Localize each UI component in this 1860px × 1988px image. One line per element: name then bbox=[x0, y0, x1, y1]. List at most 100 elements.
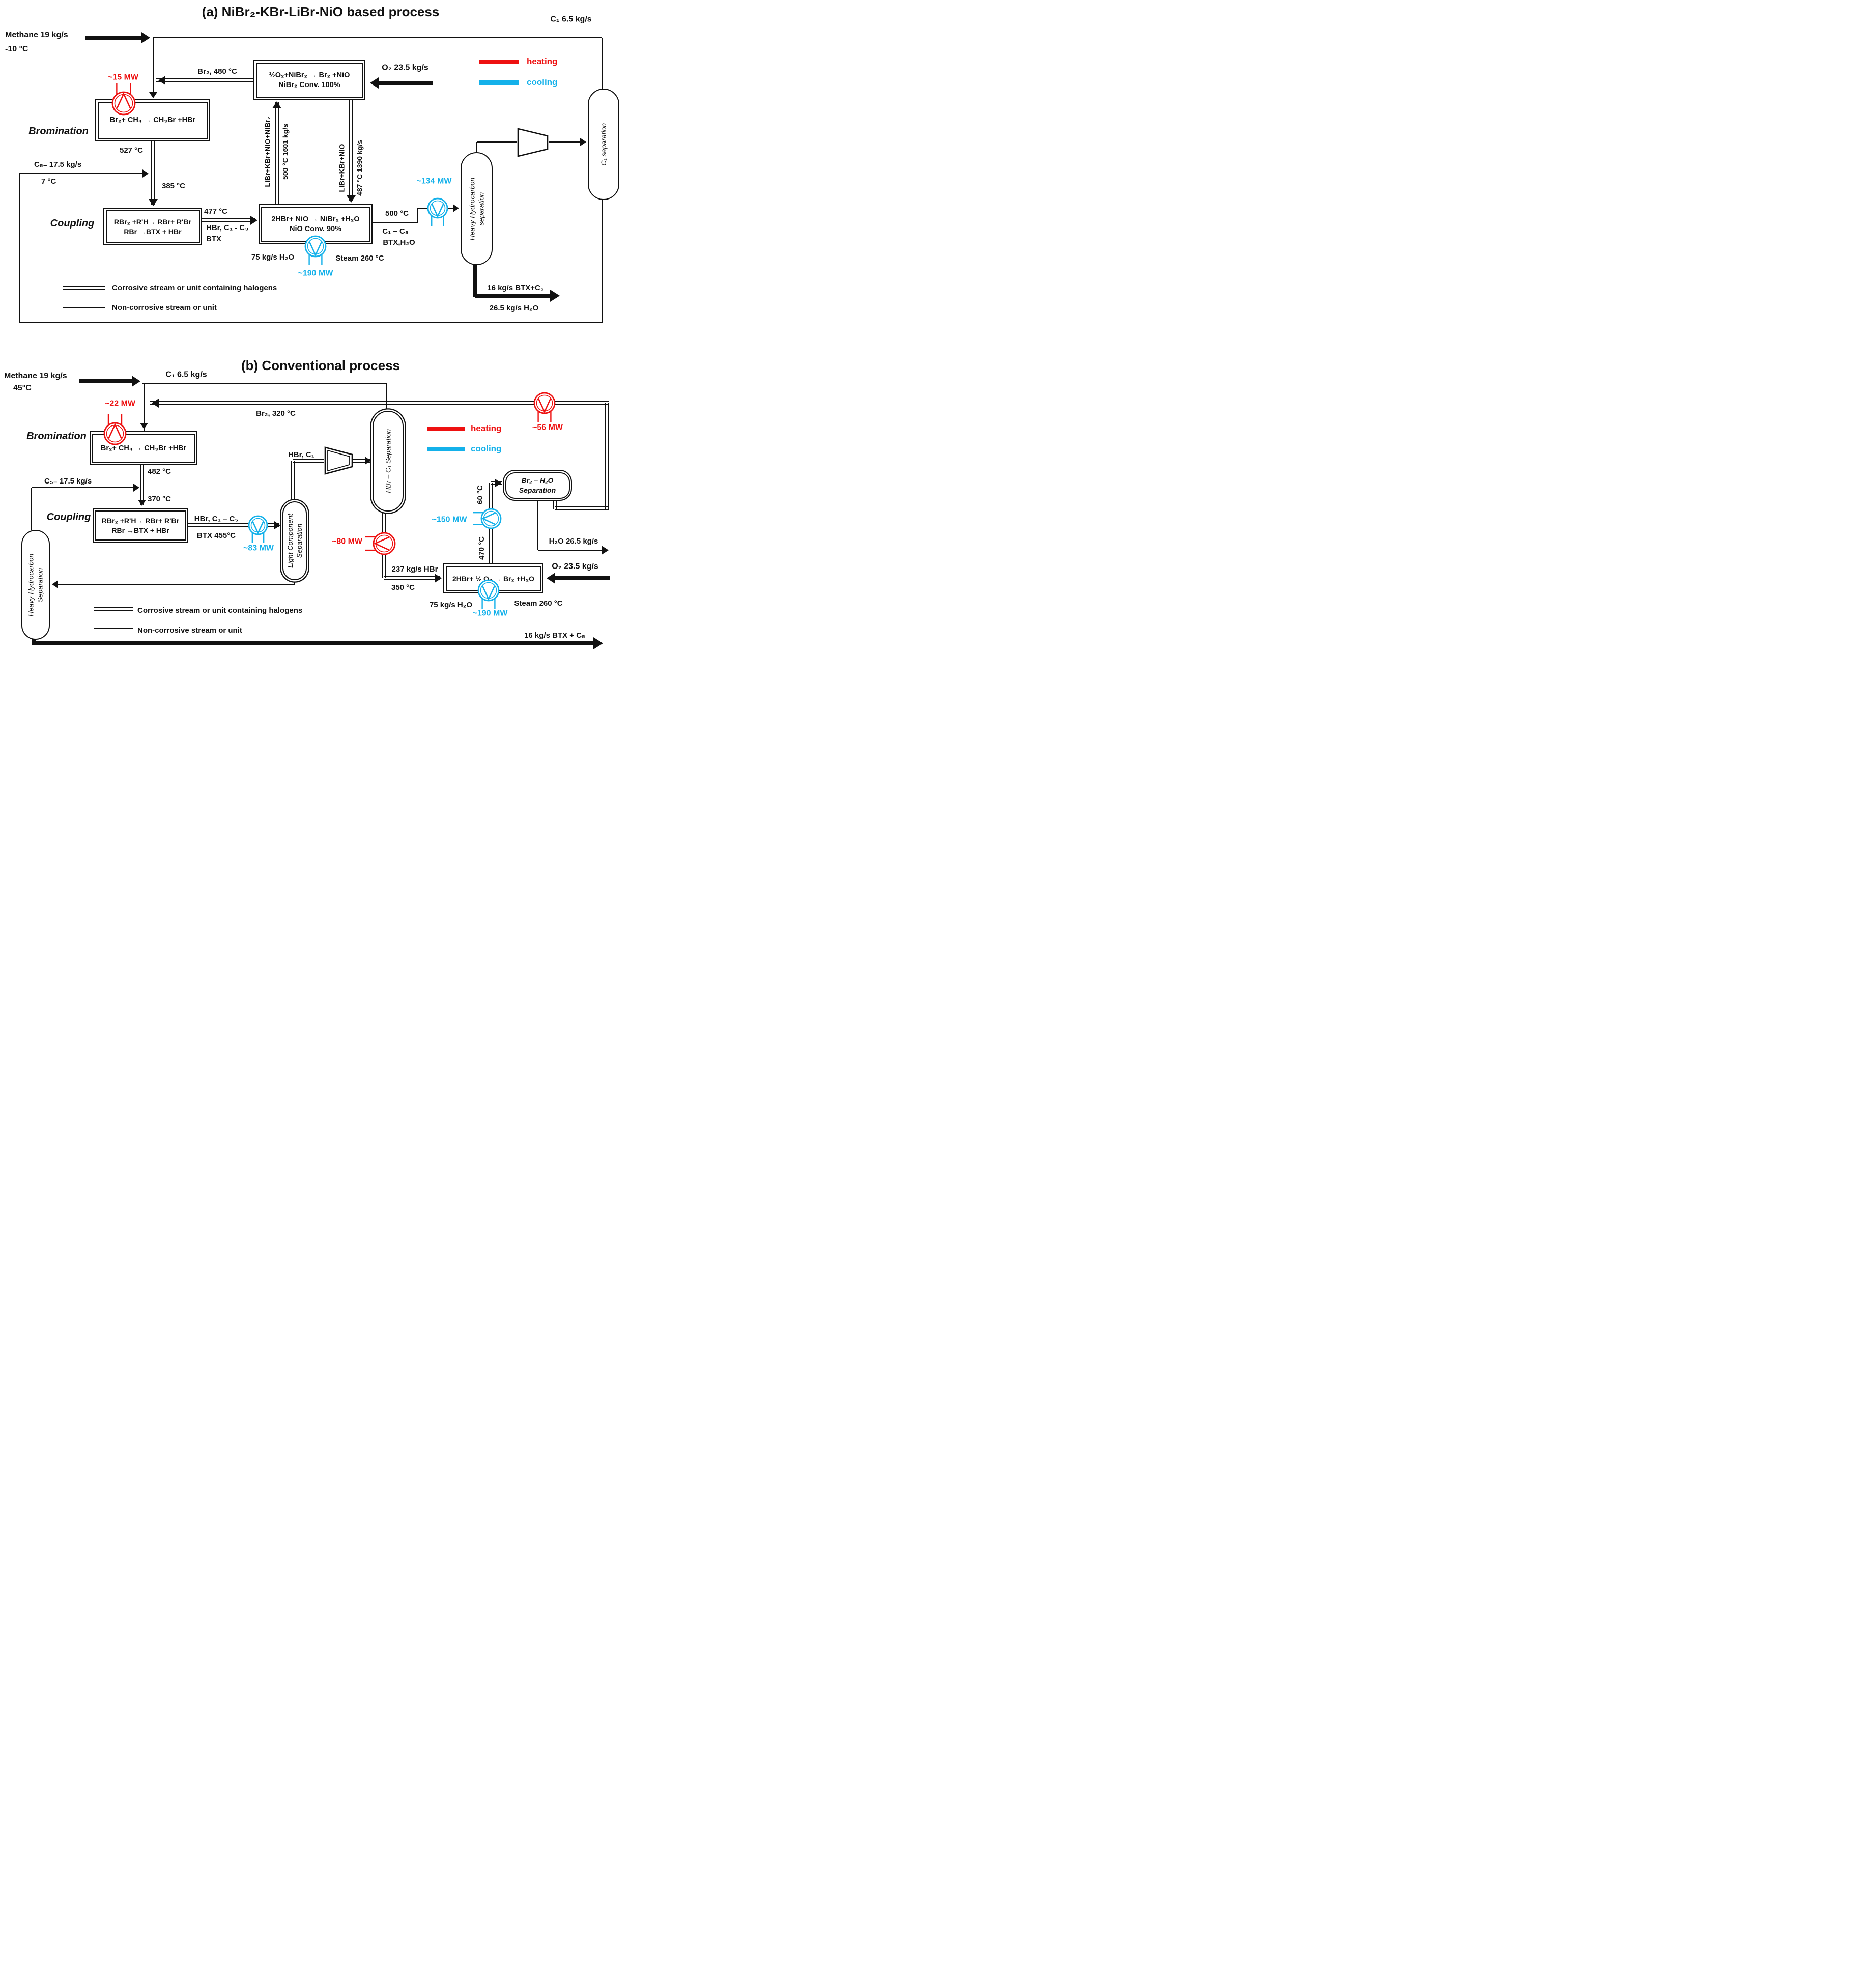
stream-label-btx-455-b: BTX 455°C bbox=[196, 531, 236, 540]
stream-label-carrier-up-conditions-a: 500 °C 1601 kg/s bbox=[281, 124, 290, 180]
arrowhead-19 bbox=[434, 574, 442, 583]
reactor-coupling-b-reaction-line: RBr →BTX + HBr bbox=[111, 526, 169, 534]
compressor-b bbox=[324, 446, 353, 475]
cooler-190mw-b bbox=[477, 579, 500, 609]
arrowhead-10 bbox=[580, 138, 587, 146]
stream-line-47 bbox=[294, 580, 296, 585]
stream-line-22 bbox=[63, 286, 105, 290]
column-heavy-hydrocarbon-separation-a-label: Heavy Hydrocarbon separation bbox=[468, 177, 485, 240]
duty-label-83mw-b: ~83 MW bbox=[243, 544, 274, 553]
separator-br2-h2o-b-reaction-line: Br₂ – H₂O bbox=[521, 476, 554, 485]
stream-line-52 bbox=[94, 628, 133, 630]
stream-label-carrier-down-composition-a: LiBr+KBr+NiO bbox=[337, 144, 346, 192]
stream-line-35 bbox=[293, 459, 324, 463]
arrowhead-3 bbox=[272, 101, 281, 108]
stream-line-7 bbox=[376, 81, 433, 85]
arrowhead-12 bbox=[132, 376, 141, 387]
legend-corrosive-label-b: Corrosive stream or unit containing halo… bbox=[137, 606, 303, 615]
legend-corrosive-label-a: Corrosive stream or unit containing halo… bbox=[112, 283, 277, 292]
stream-label-methane-b: Methane 19 kg/s bbox=[4, 372, 67, 380]
stream-label-c1-recycle-b: C₁ 6.5 kg/s bbox=[165, 370, 207, 379]
legend-cooling-bar-b bbox=[427, 447, 465, 451]
product-label-water-b: H₂O 26.5 kg/s bbox=[549, 536, 598, 546]
product-label-water-a: 26.5 kg/s H₂O bbox=[489, 303, 539, 313]
stream-line-1 bbox=[153, 37, 602, 39]
duty-label-134mw-a: ~134 MW bbox=[416, 177, 452, 186]
stream-label-methane-temp-a: -10 °C bbox=[5, 45, 28, 53]
stream-line-43 bbox=[538, 549, 607, 551]
cooler-150mw-b bbox=[473, 508, 502, 529]
temp-label-385c-a: 385 °C bbox=[161, 181, 186, 190]
separator-br2-h2o-b-reaction-line: Separation bbox=[519, 486, 556, 494]
stream-label-hbr-c1-b: HBr, C₁ bbox=[288, 450, 315, 459]
duty-label-190mw-b: ~190 MW bbox=[472, 609, 508, 618]
arrowhead-17 bbox=[274, 521, 281, 529]
legend-noncorrosive-label-b: Non-corrosive stream or unit bbox=[137, 626, 242, 635]
temp-label-477c-a: 477 °C bbox=[204, 207, 228, 216]
arrowhead-24 bbox=[593, 637, 603, 649]
column-light-component-separation-b: Light Component Separation bbox=[282, 501, 307, 580]
stream-line-45 bbox=[555, 506, 609, 510]
arrowhead-15 bbox=[138, 500, 146, 506]
stream-line-17 bbox=[476, 142, 478, 152]
heater-56mw-b bbox=[533, 392, 556, 422]
temp-label-370c-b: 370 °C bbox=[147, 494, 171, 503]
temp-label-527c-a: 527 °C bbox=[119, 146, 144, 155]
stream-line-30 bbox=[140, 465, 144, 505]
reactor-regeneration-a-reaction-line: 2HBr+ NiO → NiBr₂ +H₂O bbox=[271, 215, 360, 223]
cooler-83mw-b bbox=[248, 515, 268, 543]
stream-line-31 bbox=[32, 487, 138, 489]
stream-label-water-feed-a: 75 kg/s H₂O bbox=[251, 252, 295, 262]
stream-label-carrier-down-conditions-a: 487 °C 1390 kg/s bbox=[355, 140, 364, 196]
reactor-hbr-oxidation-b-reaction-line: 2HBr+ ½ O₂ → Br₂ +H₂O bbox=[452, 574, 535, 583]
column-heavy-hydrocarbon-separation-b-label: Heavy Hydrocarbon Separation bbox=[26, 553, 44, 616]
temp-label-500c-a: 500 °C bbox=[385, 209, 409, 218]
temp-label-7c-a: 7 °C bbox=[41, 177, 56, 186]
legend-cooling-label-a: cooling bbox=[527, 77, 558, 87]
cooler-190mw-a bbox=[304, 235, 327, 265]
unit-label-bromination-b: Bromination bbox=[26, 431, 87, 442]
stream-line-0 bbox=[85, 36, 142, 40]
stream-line-36 bbox=[353, 459, 370, 463]
arrowhead-1 bbox=[149, 92, 157, 99]
arrowhead-16 bbox=[133, 484, 140, 492]
stream-line-37 bbox=[382, 512, 386, 534]
stream-label-methane-a: Methane 19 kg/s bbox=[5, 31, 68, 39]
duty-label-150mw-b: ~150 MW bbox=[432, 515, 467, 524]
stream-line-19 bbox=[549, 141, 585, 143]
arrowhead-11 bbox=[550, 290, 560, 302]
product-label-btx-c5-a: 16 kg/s BTX+C₅ bbox=[487, 283, 544, 292]
stream-line-3 bbox=[152, 38, 154, 97]
legend-heating-bar-b bbox=[427, 427, 465, 431]
column-heavy-hydrocarbon-separation-a: Heavy Hydrocarbon separation bbox=[461, 152, 493, 265]
stream-label-steam-a: Steam 260 °C bbox=[335, 253, 384, 263]
arrowhead-5 bbox=[370, 77, 379, 89]
duty-label-80mw-b: ~80 MW bbox=[331, 537, 363, 546]
stream-line-20 bbox=[473, 265, 477, 297]
stream-line-10 bbox=[18, 174, 20, 323]
reactor-regeneration-a-reaction-line: NiO Conv. 90% bbox=[289, 225, 342, 233]
panel-b-title: (b) Conventional process bbox=[241, 358, 400, 373]
reactor-oxidation-a-reaction-line: NiBr₂ Conv. 100% bbox=[278, 81, 340, 89]
stream-line-26 bbox=[386, 383, 388, 411]
stream-line-29 bbox=[605, 403, 609, 510]
reactor-coupling-b-reaction-line: RBr₂ +R'H→ RBr+ R'Br bbox=[101, 516, 180, 525]
column-heavy-hydrocarbon-separation-b: Heavy Hydrocarbon Separation bbox=[21, 530, 50, 640]
stream-line-28 bbox=[150, 401, 609, 405]
stream-line-5 bbox=[275, 102, 279, 204]
arrowhead-8 bbox=[250, 216, 257, 225]
stream-line-9 bbox=[19, 173, 148, 175]
arrowhead-20 bbox=[495, 479, 502, 487]
arrowhead-6 bbox=[149, 198, 158, 206]
arrowhead-18 bbox=[365, 457, 371, 465]
temp-label-60c-b: 60 °C bbox=[475, 485, 484, 504]
stream-label-o2-b: O₂ 23.5 kg/s bbox=[552, 562, 598, 571]
heater-15mw-a bbox=[111, 83, 136, 116]
duty-label-22mw-b: ~22 MW bbox=[104, 399, 136, 408]
stream-label-br2-320-b: Br₂, 320 °C bbox=[256, 409, 296, 418]
temp-label-482c-b: 482 °C bbox=[147, 467, 171, 476]
